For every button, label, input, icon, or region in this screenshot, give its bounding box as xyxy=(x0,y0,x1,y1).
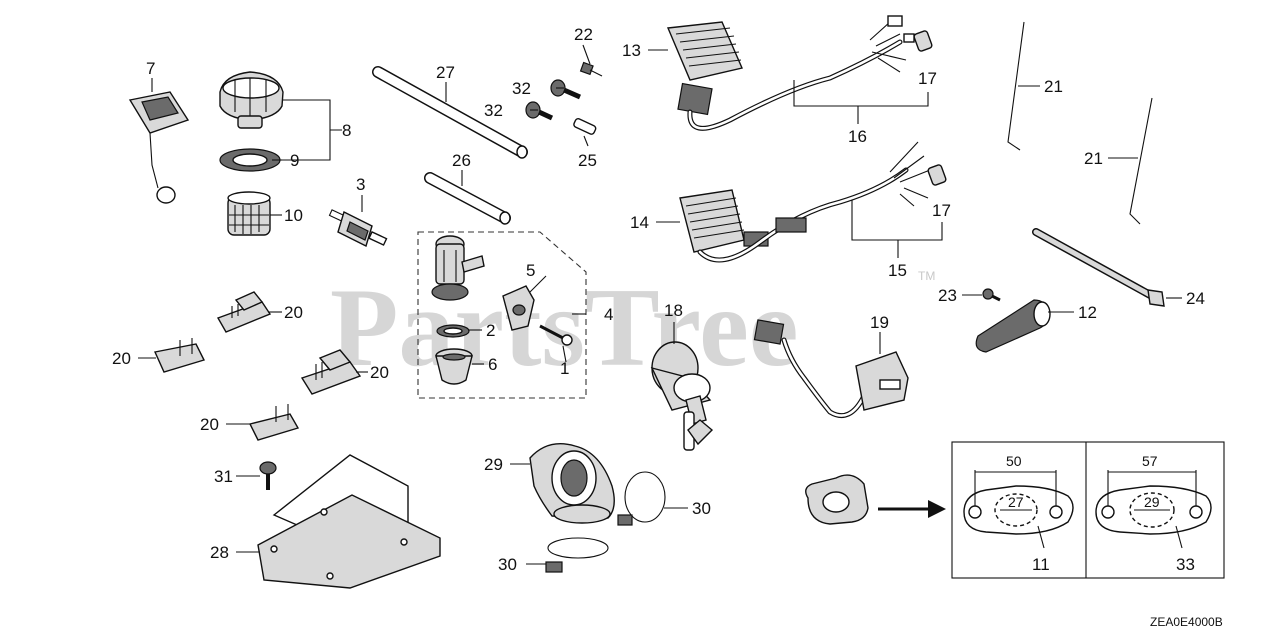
callout-8[interactable]: 8 xyxy=(342,121,351,140)
part-21-drawing-a[interactable] xyxy=(1007,21,1025,151)
part-10-drawing[interactable] xyxy=(227,191,271,236)
part-7-drawing[interactable] xyxy=(128,91,190,204)
part-24-drawing[interactable] xyxy=(1032,228,1165,307)
callout-28[interactable]: 28 xyxy=(210,543,229,562)
part-28-drawing[interactable] xyxy=(257,454,441,589)
gasket-right-bore: 29 xyxy=(1144,494,1160,510)
callout-21-a[interactable]: 21 xyxy=(1044,77,1063,96)
part-20-drawing-b[interactable] xyxy=(153,338,205,373)
callout-5[interactable]: 5 xyxy=(526,261,535,280)
gasket-right-hole-spacing: 57 xyxy=(1142,453,1158,469)
part-21-drawing-b[interactable] xyxy=(1129,97,1153,225)
diagram-code: ZEA0E4000B xyxy=(1150,615,1223,629)
part-32-drawing-lower[interactable] xyxy=(525,101,554,121)
callout-12[interactable]: 12 xyxy=(1078,303,1097,322)
callout-32-upper[interactable]: 32 xyxy=(512,79,531,98)
part-19-drawing[interactable] xyxy=(753,319,909,418)
callout-32-lower[interactable]: 32 xyxy=(484,101,503,120)
callout-23[interactable]: 23 xyxy=(938,286,957,305)
watermark-trademark: TM xyxy=(918,269,935,283)
watermark-text: PartsTree xyxy=(330,266,799,390)
part-1-drawing[interactable] xyxy=(539,324,573,346)
part-13-drawing[interactable] xyxy=(666,21,743,116)
part-27-drawing[interactable] xyxy=(372,66,528,159)
leader-lines xyxy=(138,44,1182,565)
part-17-drawing-lower[interactable] xyxy=(927,164,947,186)
callout-7[interactable]: 7 xyxy=(146,59,155,78)
part-22-drawing[interactable] xyxy=(579,61,603,77)
callout-25[interactable]: 25 xyxy=(578,151,597,170)
part-20-drawing-a[interactable] xyxy=(216,291,272,333)
callout-10[interactable]: 10 xyxy=(284,206,303,225)
part-20-drawing-d[interactable] xyxy=(248,404,300,441)
callout-21-b[interactable]: 21 xyxy=(1084,149,1103,168)
callout-30-a[interactable]: 30 xyxy=(692,499,711,518)
part-4-drawing[interactable] xyxy=(431,235,485,301)
part-3-drawing[interactable] xyxy=(328,209,388,247)
callout-15[interactable]: 15 xyxy=(888,261,907,280)
callout-6[interactable]: 6 xyxy=(488,355,497,374)
part-26-drawing[interactable] xyxy=(424,172,511,225)
callout-labels: 1 2 3 4 5 6 7 8 9 10 11 12 13 14 15 16 1… xyxy=(112,25,1205,574)
callout-29[interactable]: 29 xyxy=(484,455,503,474)
callout-19[interactable]: 19 xyxy=(870,313,889,332)
part-4-assembly-outline xyxy=(417,231,587,399)
part-25-drawing[interactable] xyxy=(573,118,597,135)
callout-31[interactable]: 31 xyxy=(214,467,233,486)
callout-9[interactable]: 9 xyxy=(290,151,299,170)
part-17-drawing-upper[interactable] xyxy=(913,30,933,52)
gasket-drawing[interactable] xyxy=(805,474,869,525)
part-5-drawing[interactable] xyxy=(502,285,535,331)
callout-16[interactable]: 16 xyxy=(848,127,867,146)
callout-20-c[interactable]: 20 xyxy=(370,363,389,382)
callout-22[interactable]: 22 xyxy=(574,25,593,44)
part-12-drawing[interactable] xyxy=(975,299,1051,353)
part-15-drawing[interactable] xyxy=(697,141,931,263)
part-18-drawing[interactable] xyxy=(650,341,714,451)
part-14-drawing[interactable] xyxy=(679,189,769,253)
callout-26[interactable]: 26 xyxy=(452,151,471,170)
callout-20-d[interactable]: 20 xyxy=(200,415,219,434)
part-30-drawing-b[interactable] xyxy=(545,537,609,573)
callout-17-lower[interactable]: 17 xyxy=(932,201,951,220)
part-6-drawing[interactable] xyxy=(435,348,473,385)
detail-arrow xyxy=(878,500,946,518)
callout-11[interactable]: 11 xyxy=(1032,555,1050,574)
callout-33[interactable]: 33 xyxy=(1176,555,1195,574)
part-31-drawing[interactable] xyxy=(259,461,277,490)
part-2-drawing[interactable] xyxy=(436,324,470,338)
callout-30-b[interactable]: 30 xyxy=(498,555,517,574)
callout-14[interactable]: 14 xyxy=(630,213,649,232)
callout-24[interactable]: 24 xyxy=(1186,289,1205,308)
callout-1[interactable]: 1 xyxy=(560,359,569,378)
part-23-drawing[interactable] xyxy=(982,288,1001,302)
watermark: PartsTree TM xyxy=(330,266,935,390)
callout-4[interactable]: 4 xyxy=(604,305,613,324)
callout-2[interactable]: 2 xyxy=(486,321,495,340)
callout-20-a[interactable]: 20 xyxy=(284,303,303,322)
part-9-drawing[interactable] xyxy=(219,148,281,172)
callout-3[interactable]: 3 xyxy=(356,175,365,194)
gasket-left-bore: 27 xyxy=(1008,494,1024,510)
part-20-drawing-c[interactable] xyxy=(300,349,362,395)
gasket-left-hole-spacing: 50 xyxy=(1006,453,1022,469)
callout-20-b[interactable]: 20 xyxy=(112,349,131,368)
part-32-drawing-upper[interactable] xyxy=(550,79,582,100)
gasket-detail-box xyxy=(951,441,1225,579)
part-8-drawing[interactable] xyxy=(219,71,284,129)
callout-18[interactable]: 18 xyxy=(664,301,683,320)
callout-13[interactable]: 13 xyxy=(622,41,641,60)
callout-27[interactable]: 27 xyxy=(436,63,455,82)
part-30-drawing-a[interactable] xyxy=(617,471,666,526)
part-29-drawing[interactable] xyxy=(529,443,615,524)
part-16-drawing[interactable] xyxy=(687,15,915,131)
callout-17-upper[interactable]: 17 xyxy=(918,69,937,88)
